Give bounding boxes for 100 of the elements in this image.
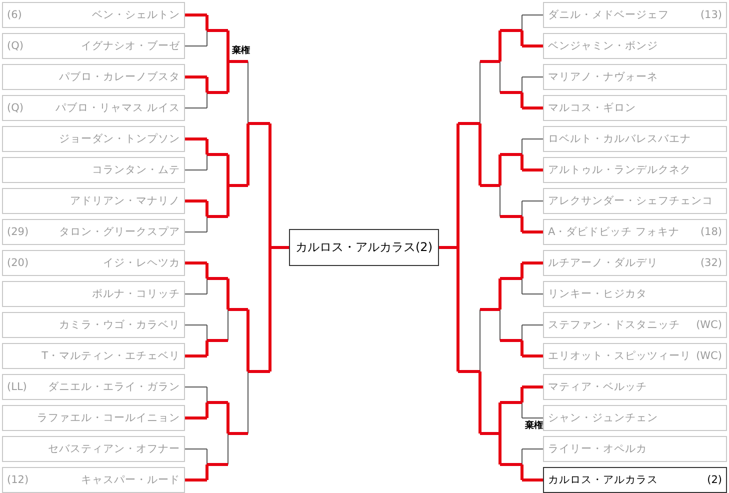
winner-line (226, 62, 230, 92)
player-name: タロン・グリークスプア (59, 225, 180, 239)
winner-line (185, 354, 207, 358)
seed-label: (Q) (7, 40, 24, 52)
player-box (543, 312, 727, 338)
player-name: パブロ・リャマス ルイス (56, 101, 180, 115)
player-name: コランタン・ムテ (92, 163, 180, 177)
player-name: マリアノ・ナヴォーネ (548, 70, 658, 84)
seed-label: (2) (707, 474, 722, 486)
player-box (543, 374, 727, 400)
player-box (543, 64, 727, 90)
winner-line (185, 478, 207, 482)
winner-line (522, 386, 543, 388)
winner-line (520, 92, 524, 108)
player-name: ダニエル・エライ・ガラン (48, 380, 180, 394)
player-box (543, 343, 727, 369)
winner-line (500, 277, 522, 280)
player-name: アドリアン・マナリノ (70, 194, 180, 208)
winner-line (520, 216, 524, 232)
winner-line (246, 124, 250, 186)
player-box (2, 281, 185, 307)
winner-line (226, 278, 230, 310)
winner-line (207, 401, 228, 404)
player-name: イジ・レヘツカ (103, 256, 180, 270)
player-name: リンキー・ヒジカタ (548, 287, 647, 301)
seed-label: (WC) (696, 350, 722, 362)
player-box (543, 250, 727, 276)
winner-line (206, 15, 208, 30)
player-name: アルトゥル・ランデルクネク (548, 163, 691, 177)
player-box (543, 2, 727, 28)
player-name: アレクサンダー・シェフチェンコ (548, 194, 713, 208)
winner-line (520, 387, 524, 402)
winner-line (185, 138, 207, 140)
player-name: ルチアーノ・ダルデリ (548, 256, 658, 270)
winner-line (207, 29, 228, 32)
player-box (2, 157, 185, 183)
bracket-line (184, 448, 208, 450)
player-box (543, 33, 727, 59)
bracket-line (522, 76, 544, 78)
bracket-line (206, 278, 208, 294)
winner-line (185, 262, 207, 264)
winner-line (228, 184, 248, 187)
winner-line (458, 370, 480, 373)
player-box (2, 436, 185, 462)
winner-line (206, 340, 208, 356)
player-name: ダニル・メドベージェフ (548, 8, 669, 22)
winner-line (522, 106, 543, 110)
seed-label: (12) (7, 474, 29, 486)
seed-label: (13) (700, 9, 722, 21)
winner-line (520, 154, 524, 170)
player-name: ステファン・ドスタニッチ (548, 318, 680, 332)
winner-line (207, 339, 228, 342)
player-name: マルコス・ギロン (548, 101, 636, 115)
winner-line (522, 230, 543, 234)
player-name: セバスティアン・オフナー (48, 442, 180, 456)
player-box (2, 2, 185, 28)
bracket-line (522, 14, 544, 16)
player-name: キャスパー・ルード (81, 473, 180, 487)
player-box (2, 188, 185, 214)
player-box (543, 467, 727, 493)
winner-line (226, 186, 230, 216)
player-name: ジョーダン・トンプソン (59, 132, 180, 146)
winner-line (480, 432, 500, 435)
winner-line (268, 248, 272, 372)
winner-line (228, 432, 248, 435)
winner-line (185, 76, 207, 78)
winner-line (520, 263, 524, 278)
player-name: マティア・ベルッチ (548, 380, 647, 394)
winner-line (226, 402, 230, 434)
winner-line (228, 308, 248, 311)
player-name: カミラ・ウゴ・カラベリ (59, 318, 180, 332)
bracket-line (184, 324, 208, 326)
bracket-line (522, 138, 544, 140)
winner-line (478, 372, 482, 434)
player-name: イグナシオ・ブーゼ (81, 39, 180, 53)
winner-line (185, 200, 207, 202)
winner-line (246, 310, 250, 372)
bracket-line (206, 154, 208, 170)
bracket-line (522, 200, 544, 202)
player-name: ライリー・オペルカ (548, 442, 647, 456)
player-box (2, 374, 185, 400)
winner-line (439, 246, 458, 249)
winner-line (500, 153, 522, 156)
player-box (2, 405, 185, 431)
bracket-line (206, 448, 208, 465)
player-name: ボルナ・コリッチ (92, 287, 180, 301)
seed-label: (LL) (7, 381, 27, 393)
walkover-note: 棄権 (232, 44, 250, 57)
seed-label: (Q) (7, 102, 24, 114)
player-box (2, 126, 185, 152)
winner-line (522, 354, 543, 358)
player-name: T・マルティン・エチェベリ (42, 349, 180, 363)
bracket-line (522, 324, 544, 326)
winner-line (498, 30, 502, 62)
winner-line (456, 124, 460, 248)
champion-box (289, 229, 439, 266)
seed-label: (20) (7, 257, 29, 269)
seed-label: (29) (7, 226, 29, 238)
player-box (543, 157, 727, 183)
winner-line (206, 263, 208, 278)
